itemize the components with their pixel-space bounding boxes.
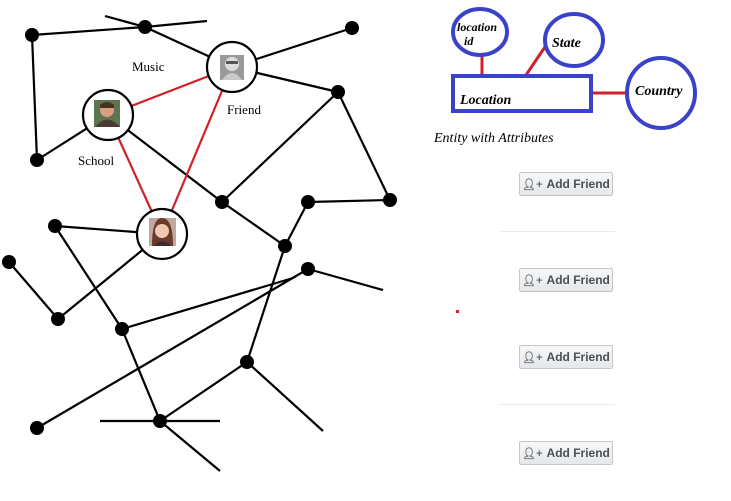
edge	[246, 361, 324, 432]
edge	[221, 201, 286, 247]
edge	[31, 25, 146, 37]
node	[51, 312, 65, 326]
add-friend-button[interactable]: 👤︎+ Add Friend	[519, 268, 613, 292]
network-nodes	[2, 20, 397, 435]
node	[138, 20, 152, 34]
add-friend-label: Add Friend	[546, 446, 610, 460]
entity-label: Location	[459, 93, 512, 108]
er-diagram: location id State Location Country Entit…	[433, 7, 697, 146]
friend-relation-edge	[160, 66, 234, 235]
node	[30, 153, 44, 167]
edge	[245, 245, 287, 363]
add-friend-label: Add Friend	[546, 177, 610, 191]
add-person-icon: 👤︎+	[522, 351, 543, 364]
node	[2, 255, 16, 269]
add-person-icon: 👤︎+	[522, 178, 543, 191]
node	[215, 195, 229, 209]
woman-avatar	[135, 207, 189, 261]
edge	[159, 361, 248, 422]
state-connector	[524, 43, 549, 76]
edge	[307, 198, 391, 204]
edge	[36, 268, 309, 429]
node	[331, 85, 345, 99]
country-label: Country	[635, 84, 683, 99]
edge	[307, 267, 384, 292]
divider	[500, 404, 615, 405]
state-label: State	[552, 36, 581, 51]
friend-label: Friend	[227, 102, 261, 117]
music-label: Music	[132, 59, 165, 74]
edge	[8, 261, 59, 320]
state-attribute	[543, 12, 605, 68]
edge	[221, 91, 339, 203]
location-id-line1: location	[457, 20, 497, 34]
add-friend-button[interactable]: 👤︎+ Add Friend	[519, 345, 613, 369]
relation-edges	[106, 65, 234, 235]
add-friend-label: Add Friend	[546, 273, 610, 287]
node	[278, 239, 292, 253]
edge	[120, 328, 162, 422]
node	[301, 262, 315, 276]
node	[115, 322, 129, 336]
node	[25, 28, 39, 42]
country-attribute	[625, 56, 697, 130]
man-avatar	[81, 88, 135, 142]
edge	[30, 34, 39, 161]
edge	[54, 225, 123, 330]
edge	[284, 201, 309, 247]
location-id-line2: id	[464, 34, 474, 48]
add-friend-button[interactable]: 👤︎+ Add Friend	[519, 172, 613, 196]
school-label: School	[78, 153, 115, 168]
node	[153, 414, 167, 428]
edge	[121, 276, 294, 331]
location-entity	[451, 74, 593, 113]
add-person-icon: 👤︎+	[522, 447, 543, 460]
edge	[159, 420, 221, 472]
stray-mark	[456, 310, 459, 313]
add-friend-button[interactable]: 👤︎+ Add Friend	[519, 441, 613, 465]
node	[30, 421, 44, 435]
edge	[144, 19, 208, 29]
er-caption: Entity with Attributes	[433, 131, 554, 146]
er-connectors	[480, 43, 627, 95]
network-edges	[8, 14, 391, 472]
edge	[337, 91, 391, 201]
node	[383, 193, 397, 207]
node	[240, 355, 254, 369]
divider	[500, 231, 615, 232]
node	[48, 219, 62, 233]
older-man-avatar	[205, 40, 259, 94]
add-friend-label: Add Friend	[546, 350, 610, 364]
location-id-attribute	[451, 7, 509, 57]
node	[345, 21, 359, 35]
add-person-icon: 👤︎+	[522, 274, 543, 287]
node	[301, 195, 315, 209]
